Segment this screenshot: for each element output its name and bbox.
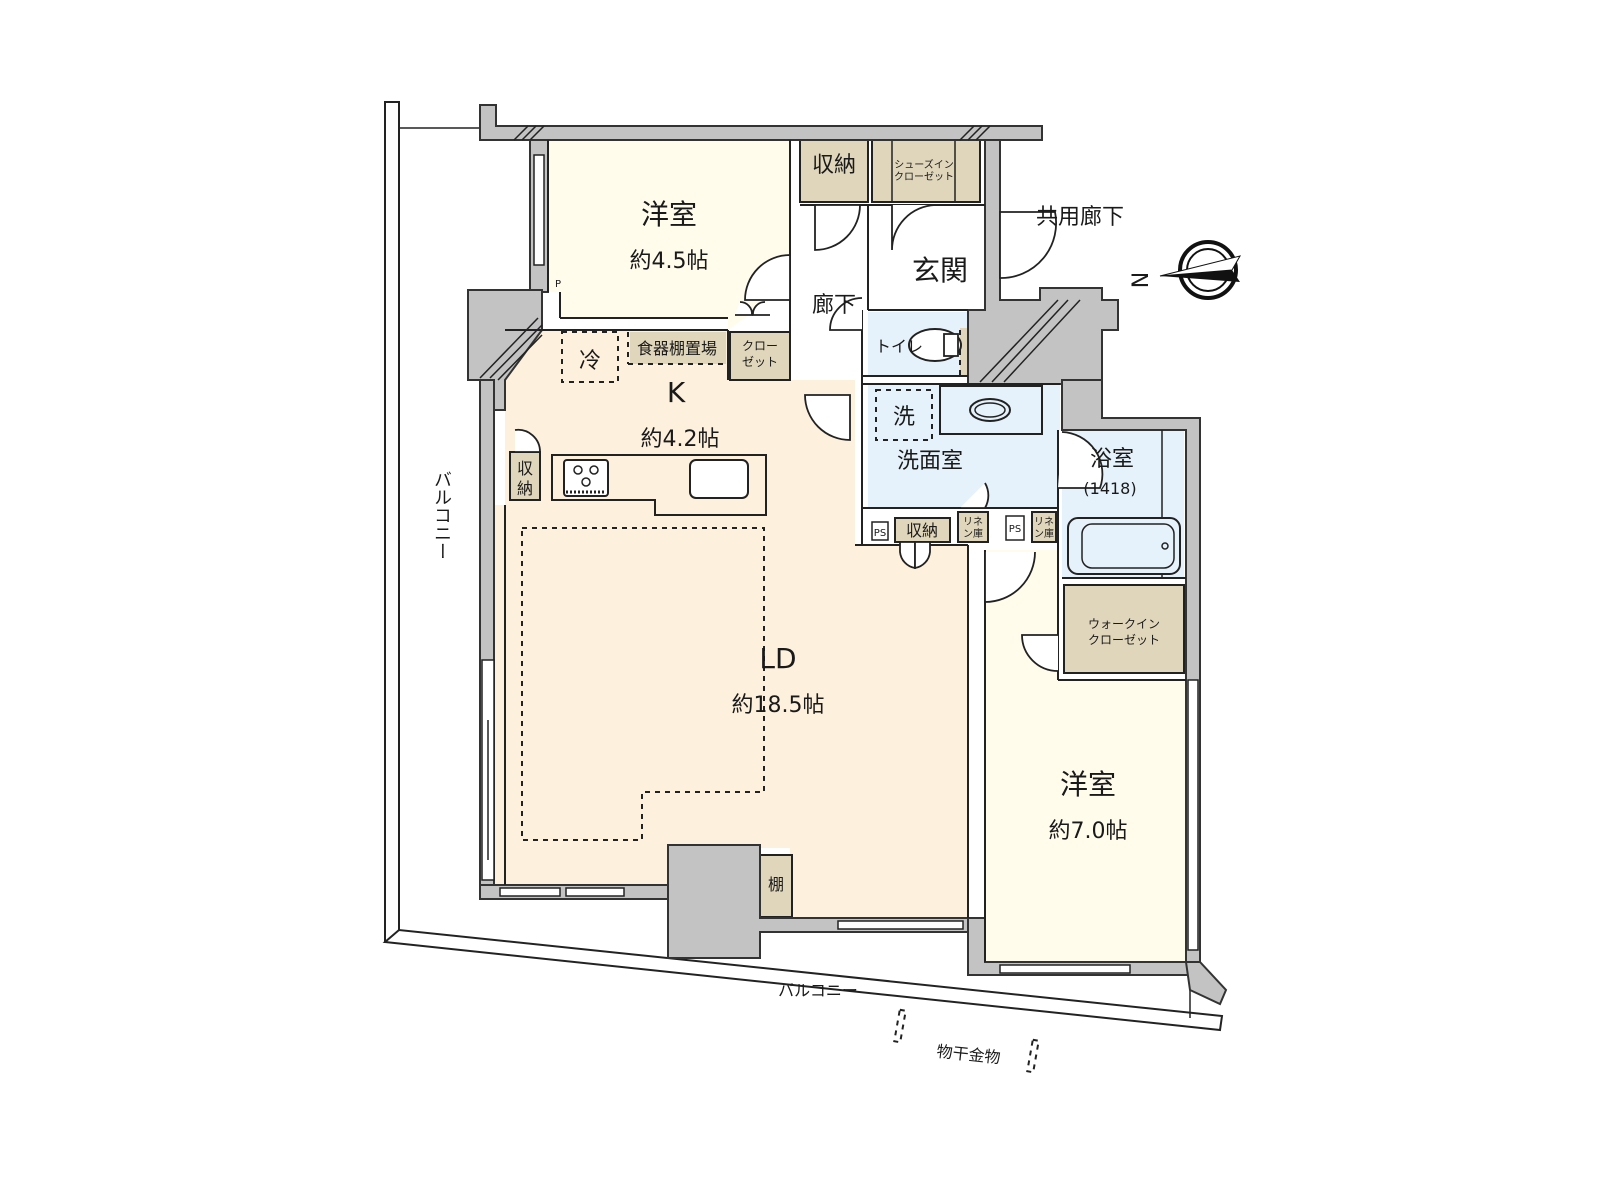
storage-fills [509, 139, 1185, 918]
room-area-ld: 約18.5帖 [732, 693, 825, 718]
dashed-zones [521, 330, 961, 841]
door-bedroom-north [744, 254, 791, 301]
washer-space [875, 389, 933, 441]
rug-area [521, 527, 765, 841]
room-name-bedroom-north: 洋室 [641, 198, 697, 231]
fridge-space [561, 331, 619, 383]
bathroom-size: (1418) [1083, 479, 1136, 498]
room-area-bedroom-north: 約4.5帖 [630, 249, 709, 274]
wic-label: ウォークイン [1088, 617, 1160, 631]
room-area-kitchen: 約4.2帖 [641, 427, 720, 452]
balcony-south-label: バルコニー [778, 981, 858, 1000]
balcony-outline [382, 101, 1224, 1032]
wic-label-2: クローゼット [1088, 633, 1160, 647]
ps-label-2: PS [1009, 524, 1021, 535]
kitchen-storage-label-2: 納 [517, 479, 533, 498]
room-name-toilet: トイレ [875, 337, 923, 356]
shoes-closet-label-2: クローゼット [894, 171, 954, 183]
doors [514, 204, 1104, 672]
balcony-west-label: バルコニー [431, 470, 452, 560]
room-name-washroom: 洗面室 [897, 449, 963, 474]
door-wic [1021, 634, 1059, 672]
linen-label-2: リネ [1034, 516, 1054, 528]
door-kitchen-storage [514, 428, 541, 453]
closet-label-2: ゼット [742, 355, 778, 369]
door-storage [814, 204, 861, 251]
door-shoes-closet [891, 204, 936, 251]
kitchen-counter [551, 454, 767, 516]
room-name-kitchen: K [667, 376, 686, 409]
door-hall-ld [804, 394, 851, 441]
cupboard-space-label: 食器棚置場 [637, 339, 717, 358]
room-name-hallway: 廊下 [812, 293, 856, 318]
room-area-bedroom-south: 約7.0帖 [1049, 819, 1128, 844]
room-name-ld: LD [759, 642, 796, 675]
room-name-bathroom: 浴室 [1090, 447, 1134, 472]
closet-label: クロー [742, 339, 778, 353]
washer-label: 洗 [893, 405, 915, 430]
door-linen1 [960, 482, 990, 509]
room-name-entrance: 玄関 [912, 254, 968, 287]
linen-label-2b: ン庫 [1034, 527, 1054, 540]
linen-label-1: リネ [963, 516, 983, 528]
kitchen-storage-label: 収 [517, 459, 533, 478]
sink-icon [689, 459, 749, 499]
fixtures [908, 328, 1181, 575]
compass-icon [1159, 240, 1242, 300]
room-name-bedroom-south: 洋室 [1060, 768, 1116, 801]
door-bedroom-south [984, 551, 1036, 603]
wash-basin-icon [969, 398, 1011, 422]
fridge-label: 冷 [579, 349, 601, 374]
storage-label: 収納 [812, 153, 856, 178]
pipe-label: P [555, 279, 561, 290]
wash-storage-label: 収納 [906, 521, 938, 540]
common-corridor-label: 共用廊下 [1036, 205, 1124, 230]
linen-label-1b: ン庫 [963, 527, 983, 540]
door-entrance [999, 211, 1057, 279]
labels: 洋室 約4.5帖 収納 シューズイン クローゼット 玄関 廊下 トイレ 共用廊下… [517, 153, 1160, 1067]
shoes-closet-label: シューズイン [894, 158, 954, 171]
door-bath [1058, 431, 1104, 489]
door-toilet [829, 297, 863, 331]
laundry-hardware [893, 1008, 1040, 1074]
windows [481, 154, 1199, 974]
ps-label-1: PS [874, 528, 886, 539]
compass-north-label: N [1129, 272, 1154, 288]
shelf-label: 棚 [768, 875, 784, 894]
laundry-hardware-label: 物干金物 [936, 1042, 1002, 1068]
